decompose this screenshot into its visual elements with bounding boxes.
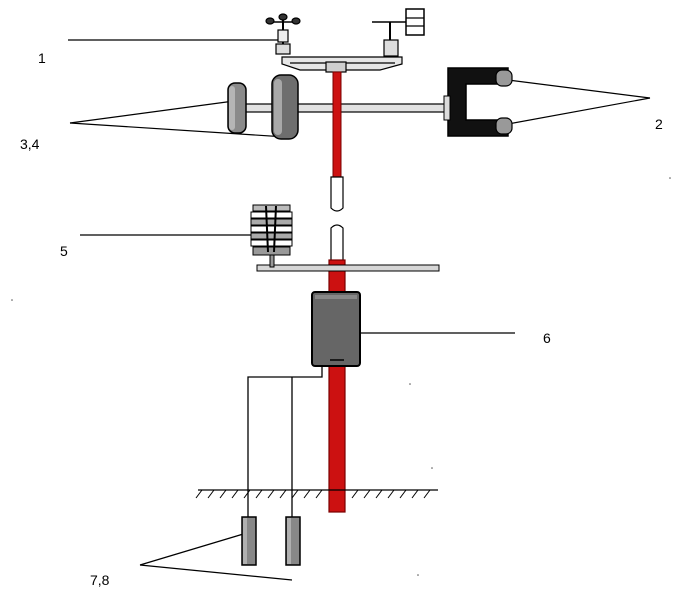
label-6: 6 xyxy=(543,330,551,346)
radiation-shield-icon xyxy=(250,204,293,256)
leader-line-78a xyxy=(139,531,251,566)
lower-crossarm xyxy=(256,264,440,272)
leader-line-34a xyxy=(69,100,235,124)
leader-lines xyxy=(68,39,651,581)
sensor-cables xyxy=(247,366,323,517)
mast-cap xyxy=(325,61,347,73)
label-1: 1 xyxy=(38,50,46,66)
ground-hatching xyxy=(195,489,431,499)
scan-specks xyxy=(11,177,671,576)
sensor-5-shield xyxy=(250,204,440,272)
label-2: 2 xyxy=(655,116,663,132)
sensor-2-bottom-pad xyxy=(495,117,513,135)
leader-line-34b xyxy=(69,122,287,138)
sensor-2-top-pad xyxy=(495,69,513,87)
wind-vane-icon xyxy=(372,8,425,57)
data-logger-box xyxy=(311,291,361,367)
mast-break-upper xyxy=(330,176,344,212)
soil-sensors xyxy=(241,516,301,566)
leader-line-2b xyxy=(507,97,651,125)
label-7-8: 7,8 xyxy=(90,572,110,588)
ground-line xyxy=(195,489,438,499)
cable-7 xyxy=(247,366,323,517)
top-sensor-assembly xyxy=(265,8,425,73)
mast-break-lower xyxy=(330,224,344,263)
leader-line-78b xyxy=(139,564,293,581)
anemometer-icon xyxy=(265,13,301,55)
mast-upper xyxy=(332,71,342,181)
leader-line-2a xyxy=(507,79,651,99)
label-5: 5 xyxy=(60,243,68,259)
horizontal-arm xyxy=(227,67,513,140)
label-3-4: 3,4 xyxy=(20,136,40,152)
data-logger xyxy=(311,291,361,367)
